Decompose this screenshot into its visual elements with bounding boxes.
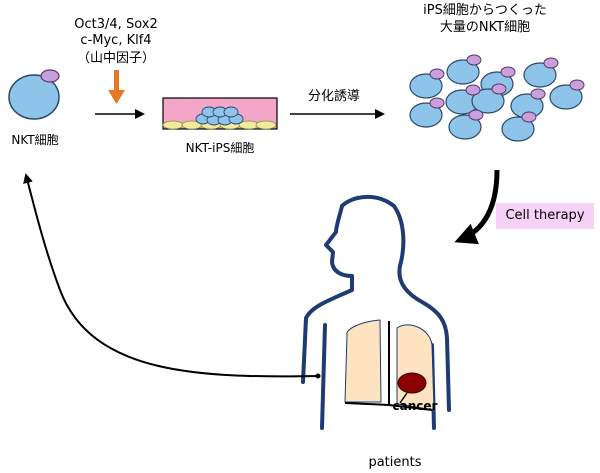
lungs-icon — [344, 319, 435, 411]
factor-arrow-icon — [108, 70, 125, 104]
factor-line-3: （山中因子） — [76, 51, 155, 66]
patients-label: patients — [368, 455, 422, 470]
mass-nkt-cells-icon — [409, 54, 585, 142]
culture-dish-icon — [162, 97, 278, 130]
harvest-point-dot — [315, 373, 321, 379]
cancer-label: cancer — [392, 399, 438, 413]
factor-line-1: Oct3/4, Sox2 — [74, 17, 158, 32]
factor-line-2: c-Myc, Klf4 — [80, 33, 152, 48]
nkt-cell-label: NKT細胞 — [11, 133, 59, 147]
nkt-ips-cell-label: NKT-iPS細胞 — [185, 141, 255, 155]
mass-nkt-label-line-1: iPS細胞からつくった — [423, 3, 547, 18]
tumor-icon — [397, 372, 427, 404]
mass-nkt-label-line-2: 大量のNKT細胞 — [439, 20, 531, 35]
arrow-harvest-from-patient — [23, 173, 321, 378]
arrow-cell-therapy — [454, 169, 500, 245]
patient-body-icon — [301, 195, 451, 430]
differentiation-label: 分化誘導 — [307, 89, 360, 104]
cell-therapy-label: Cell therapy — [496, 203, 594, 229]
single-nkt-cell-icon — [8, 69, 60, 120]
